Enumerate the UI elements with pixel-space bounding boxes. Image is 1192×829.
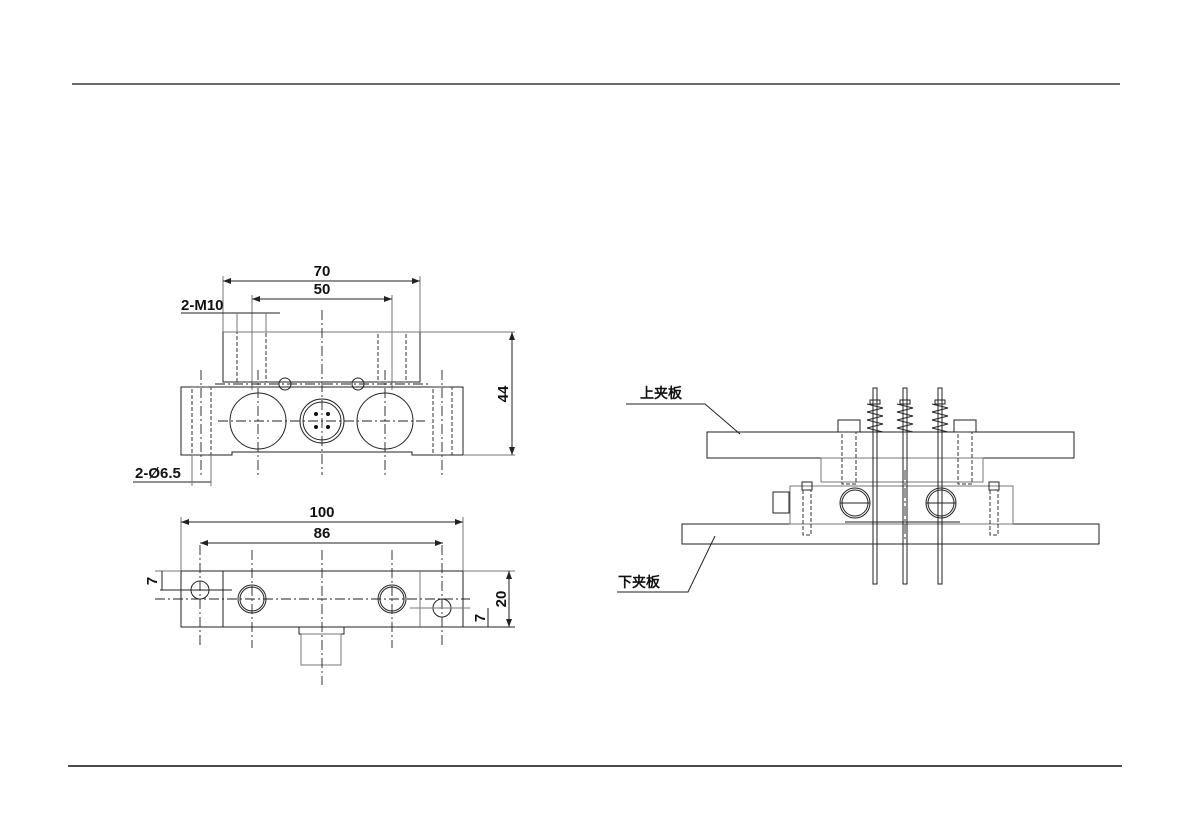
hole-label: 2-Ø6.5: [135, 465, 181, 482]
dim-100: 100: [309, 504, 334, 521]
front-view: 70 50 2-M10 44 2-Ø6.5: [133, 263, 515, 486]
thread-label: 2-M10: [181, 297, 224, 314]
dim-50: 50: [314, 281, 331, 298]
dim-7-left: 7: [144, 577, 161, 585]
rods: [872, 387, 943, 585]
assembly-view: 上夹板 下夹板: [617, 385, 1100, 593]
upper-plate: [706, 431, 1075, 459]
dim-44: 44: [495, 385, 512, 402]
springs: [866, 399, 949, 433]
dim-20: 20: [493, 591, 510, 608]
lower-plate: [681, 523, 1100, 545]
lower-plate-label: 下夹板: [618, 574, 661, 591]
dim-7-right: 7: [472, 614, 489, 622]
dim-70: 70: [314, 263, 331, 280]
upper-plate-label: 上夹板: [640, 385, 683, 402]
bottom-view: 100 86 7 7 20: [144, 504, 515, 685]
dim-86: 86: [314, 525, 331, 542]
